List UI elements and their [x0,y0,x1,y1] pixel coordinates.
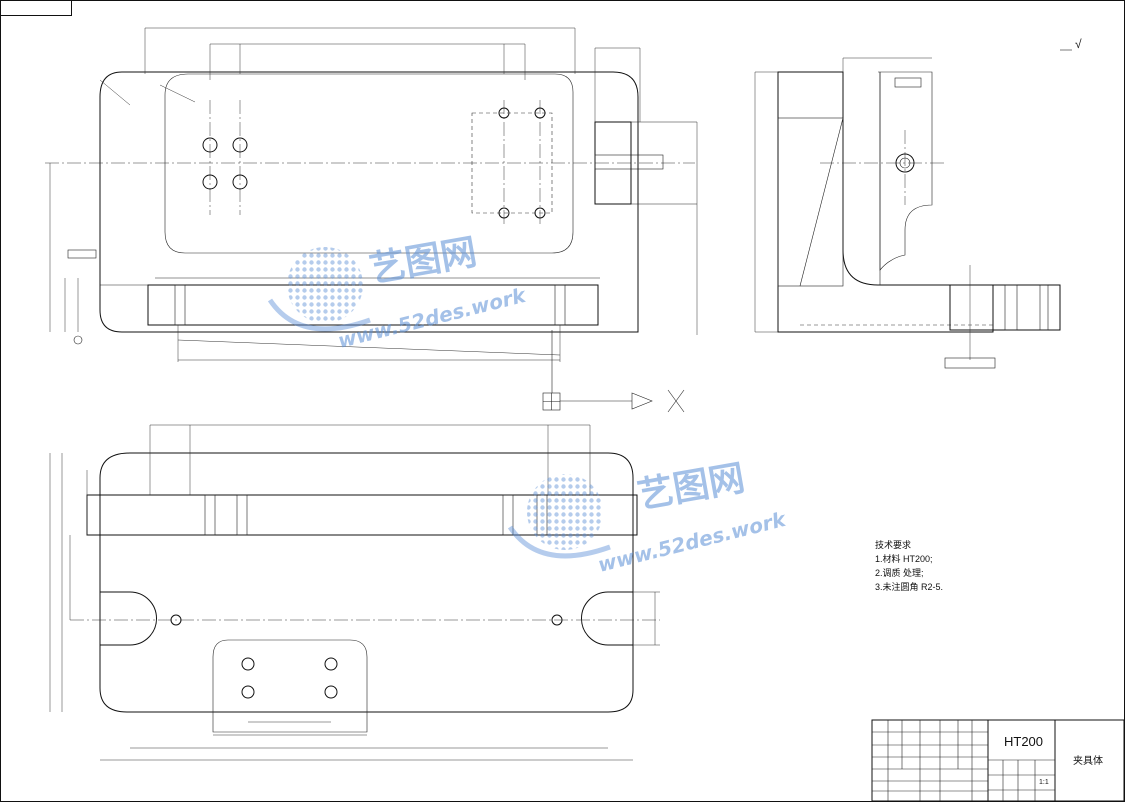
front-view [45,27,698,362]
top-view [49,424,660,761]
roughness-symbol: √ [1075,37,1082,51]
watermark-brand: 艺图网 [634,458,747,517]
watermark-url: www.52des.work [595,507,789,577]
watermark-brand: 艺图网 [366,232,479,291]
view-arrow [542,330,685,413]
technical-notes: 技术要求 1.材料 HT200; 2.调质 处理; 3.未注圆角 R2-5. [875,539,943,592]
part-name: 夹具体 [1073,754,1103,767]
watermark-2: 艺图网 www.52des.work [507,458,789,577]
title-block: HT200 夹具体 1:1 [871,719,1125,802]
note-1: 1.材料 HT200; [875,553,933,564]
watermark-1: 艺图网 www.52des.work [267,232,529,353]
side-view [754,49,1072,369]
note-2: 2.调质 处理; [875,567,924,578]
note-3: 3.未注圆角 R2-5. [875,581,943,592]
scale-value: 1:1 [1039,779,1049,786]
watermark-url: www.52des.work [335,283,529,353]
notes-heading: 技术要求 [875,539,911,550]
material-label: HT200 [1004,734,1043,749]
